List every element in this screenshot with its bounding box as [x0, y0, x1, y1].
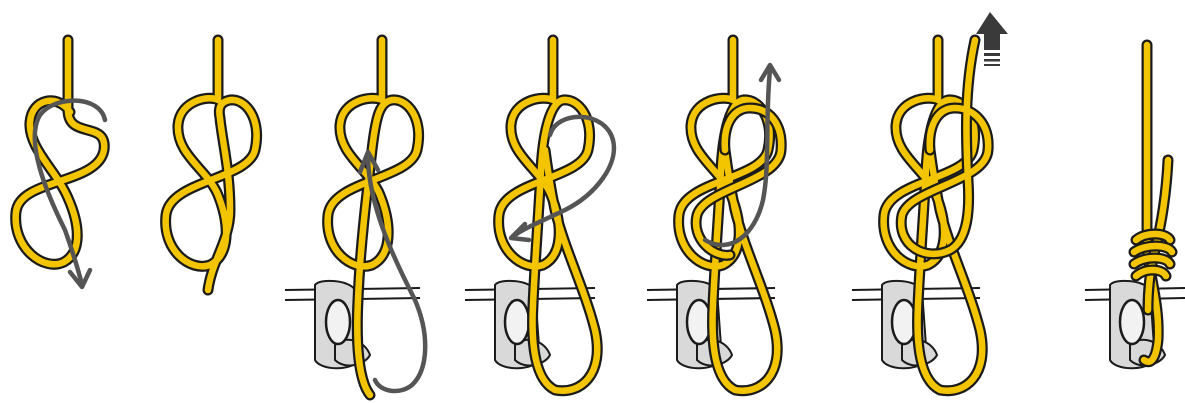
- belay-loop-ring-icon: [324, 298, 352, 346]
- step-1: [10, 34, 110, 290]
- rope-step-7: [1128, 39, 1178, 368]
- belay-loop-ring-icon: [503, 298, 531, 346]
- rope-step-6: [878, 34, 994, 397]
- harness-icon: [464, 279, 596, 370]
- direction-arrow-icon: [702, 62, 782, 248]
- direction-arrow-icon: [357, 149, 428, 394]
- belay-loop-ring-icon: [1118, 298, 1146, 346]
- rope-step-5: [673, 34, 787, 397]
- direction-arrow-icon: [32, 98, 108, 290]
- rope-step-1: [10, 34, 110, 270]
- step-4: [464, 34, 617, 397]
- harness-icon: [1084, 279, 1185, 370]
- rope-step-4: [493, 34, 603, 397]
- direction-arrow-icon: [508, 114, 617, 243]
- step-6: [851, 12, 1008, 397]
- pull-up-arrow-icon: [976, 12, 1008, 66]
- rope-step-2: [160, 34, 262, 296]
- step-5: [646, 34, 787, 397]
- step-2: [160, 34, 262, 296]
- step-7: [1084, 39, 1185, 370]
- harness-icon: [284, 279, 421, 370]
- step-3: [284, 34, 428, 401]
